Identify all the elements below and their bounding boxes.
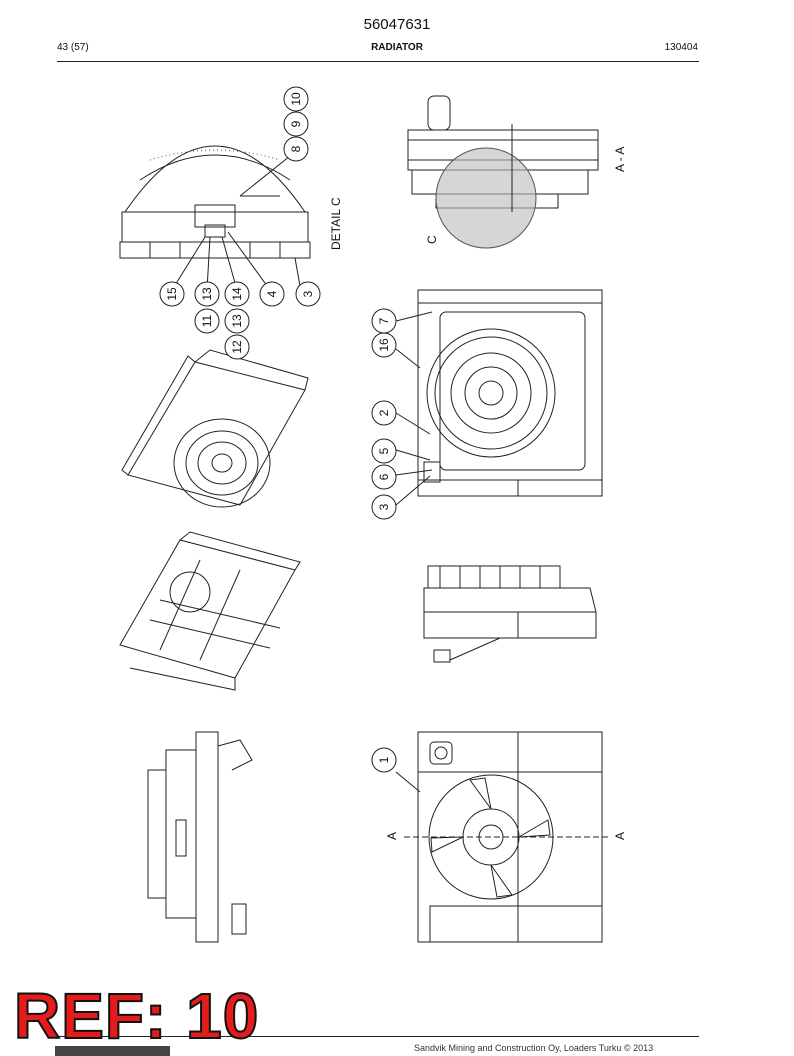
callout-1: 1 bbox=[377, 756, 391, 763]
callout-16: 16 bbox=[377, 338, 391, 352]
page-number: 43 (57) bbox=[57, 42, 89, 53]
section-aa-view bbox=[407, 95, 599, 249]
section-aa-label: A - A bbox=[613, 147, 627, 172]
header-divider bbox=[57, 61, 699, 62]
callout-5: 5 bbox=[377, 447, 391, 454]
callout-11: 11 bbox=[200, 314, 214, 327]
revision-date: 130404 bbox=[664, 42, 698, 53]
callout-7: 7 bbox=[377, 317, 391, 324]
top-view bbox=[423, 565, 597, 663]
callout-10: 10 bbox=[289, 92, 303, 106]
reference-stamp: REF: 10 bbox=[13, 980, 260, 1052]
manufacturer-logo bbox=[55, 1046, 170, 1056]
isometric-rear-view bbox=[119, 531, 301, 691]
page-title: RADIATOR bbox=[371, 42, 423, 53]
front-elevation bbox=[395, 731, 610, 943]
callout-9: 9 bbox=[289, 120, 303, 127]
callout-3: 3 bbox=[301, 290, 315, 297]
callout-3: 3 bbox=[377, 503, 391, 510]
detail-c-view bbox=[119, 145, 311, 259]
footer-divider bbox=[57, 1036, 699, 1037]
callout-13: 13 bbox=[200, 287, 214, 301]
callout-13: 13 bbox=[230, 314, 244, 328]
callout-2: 2 bbox=[377, 409, 391, 416]
section-mark-left: A bbox=[385, 832, 399, 840]
callout-4: 4 bbox=[265, 290, 279, 297]
footer-copyright: Sandvik Mining and Construction Oy, Load… bbox=[414, 1043, 654, 1053]
document-number: 56047631 bbox=[363, 16, 431, 33]
front-view bbox=[417, 289, 603, 497]
isometric-front-view bbox=[121, 349, 309, 508]
callout-8: 8 bbox=[289, 145, 303, 152]
callout-14: 14 bbox=[230, 287, 244, 301]
callout-12: 12 bbox=[230, 340, 244, 354]
callout-6: 6 bbox=[377, 473, 391, 480]
section-mark-right: A bbox=[613, 832, 627, 840]
detail-c-label: DETAIL C bbox=[329, 197, 343, 250]
detail-c-marker: C bbox=[425, 235, 439, 244]
callout-15: 15 bbox=[165, 287, 179, 301]
side-view bbox=[147, 731, 253, 943]
